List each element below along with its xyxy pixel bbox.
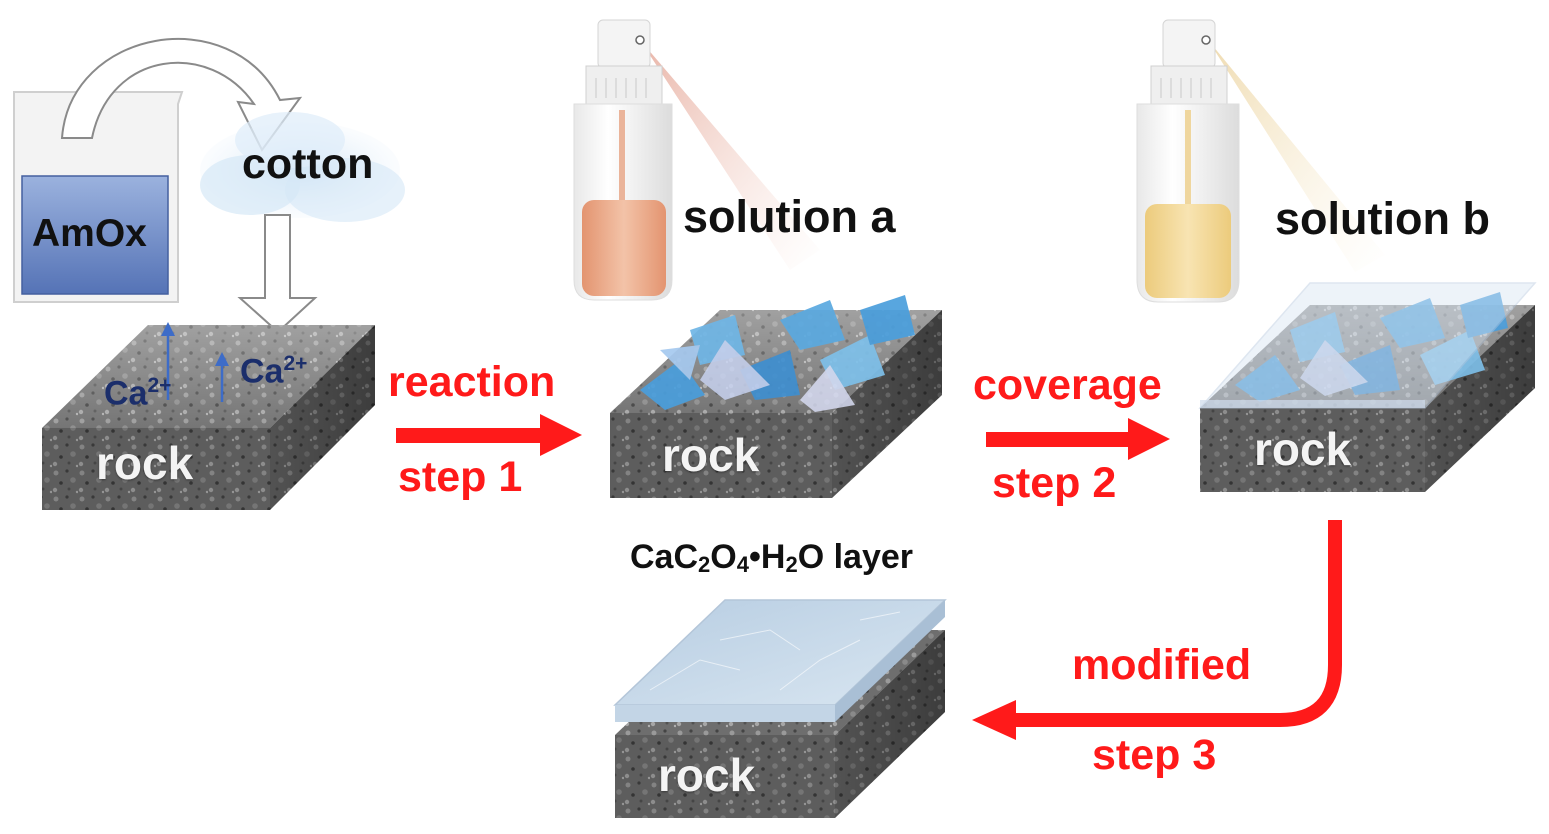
step-1-label: step 1 [398, 453, 523, 501]
rock-label-2: rock [662, 429, 760, 481]
crystal-icon-cluster-a [640, 295, 915, 412]
step-3-action-label: modified [1072, 641, 1252, 689]
amox-label: AmOx [32, 212, 147, 255]
calcium-ion-label-2: Ca2+ [240, 352, 308, 391]
spray-bottle-icon-a [573, 19, 820, 301]
solution-b-liquid [1145, 204, 1231, 298]
amox-liquid [21, 175, 169, 295]
rock-label-3: rock [1254, 423, 1352, 475]
step-1-action-label: reaction [388, 358, 556, 406]
rock-label-1: rock [96, 437, 194, 489]
step-1-arrow [396, 414, 582, 456]
calcium-ion-label-1: Ca2+ [104, 374, 172, 413]
down-hollow-arrow [237, 214, 318, 334]
cotton-label: cotton [242, 140, 374, 188]
cotton-icon [200, 112, 405, 222]
transfer-curved-arrow [60, 38, 303, 152]
coverage-layer [1198, 282, 1537, 409]
solution-a-label: solution a [683, 191, 896, 242]
step-3-label: step 3 [1092, 731, 1217, 779]
solution-a-liquid [582, 200, 666, 296]
step-2-arrow [986, 418, 1170, 460]
crystal-icon-cluster-b [1235, 292, 1508, 402]
step-3-arrow [972, 520, 1342, 740]
ion-up-arrow-icon [161, 322, 229, 402]
rock-block-1 [42, 325, 375, 510]
rock-label-4: rock [658, 749, 756, 801]
step-2-action-label: coverage [973, 361, 1162, 409]
beaker-icon [13, 91, 184, 303]
spray-bottle-icon-b [1136, 19, 1385, 303]
oxalate-layer [613, 599, 947, 722]
step-2-label: step 2 [992, 459, 1117, 507]
oxalate-layer-label: CaC2O4•H2O layer [630, 538, 914, 577]
solution-b-label: solution b [1275, 193, 1490, 244]
